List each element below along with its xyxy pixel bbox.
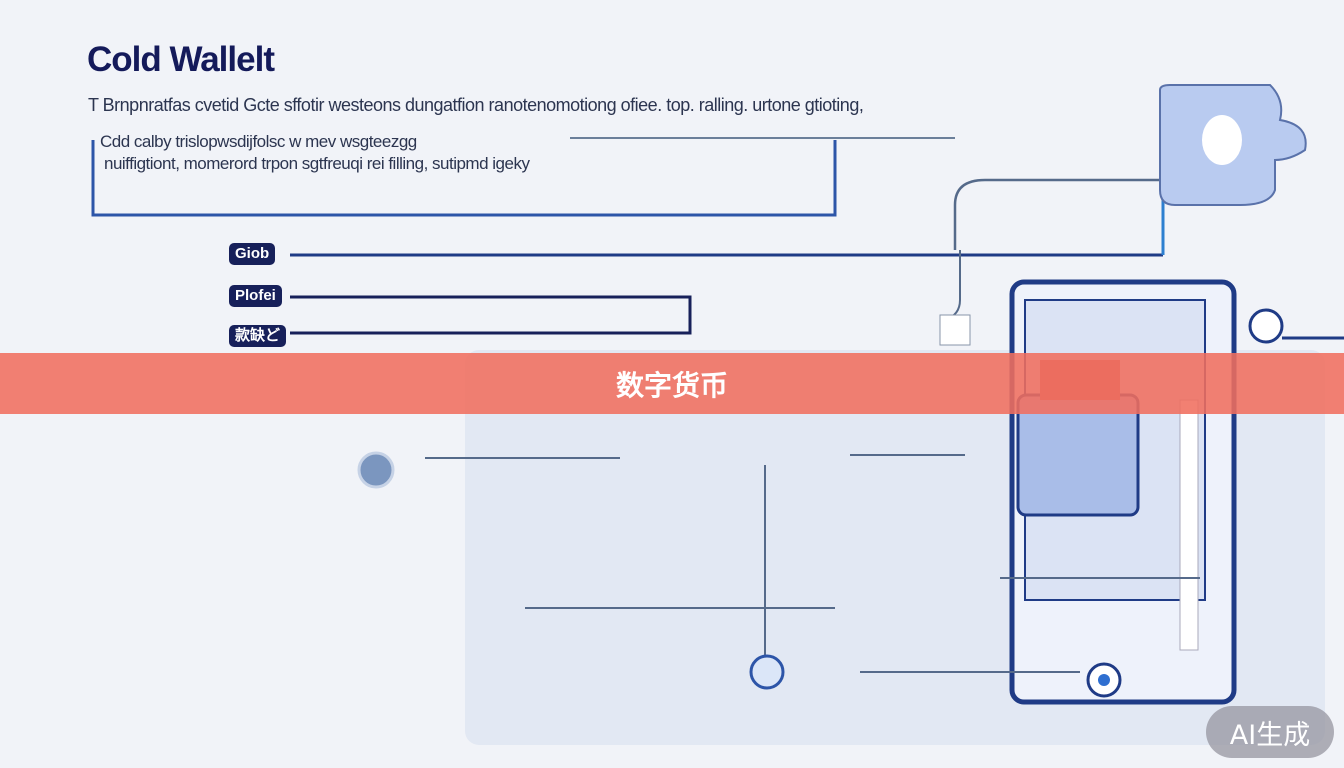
tag-label: Giob: [229, 243, 276, 265]
description-line: Cdd calby trislopwsdijfolsc w mev wsgtee…: [100, 132, 417, 151]
description-line: T Brnpnratfas cvetid Gcte sffotir westeo…: [88, 95, 864, 115]
page-title: Cold Wallelt: [87, 40, 275, 79]
ai-generated-badge: AI生成: [1206, 706, 1334, 758]
node-icon: [357, 451, 395, 489]
lock-icon: [939, 314, 971, 346]
category-banner: 数字货币: [0, 353, 1344, 414]
tag-label: 款缺ど: [229, 325, 287, 347]
text-frame: [91, 140, 837, 217]
node-icon: [749, 654, 785, 690]
banner-text: 数字货币: [615, 368, 728, 402]
description-line: nuiffigtiont, momerord trpon sgtfreuqi r…: [104, 154, 530, 173]
clock-icon: [1248, 308, 1284, 344]
tag-label: Plofei: [229, 285, 282, 307]
